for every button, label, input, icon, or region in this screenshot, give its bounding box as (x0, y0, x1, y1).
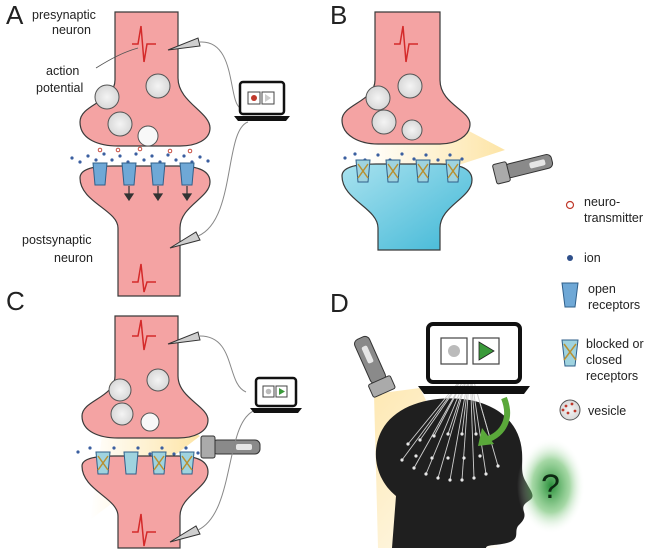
vesicle-icon (559, 399, 581, 421)
action-potential-trace-b (394, 25, 418, 63)
label-presynaptic-2: neuron (52, 23, 91, 37)
panel-letter-b: B (330, 0, 347, 30)
laptop-d (418, 322, 530, 394)
legend-neurotransmitter-1: neuro- (584, 195, 620, 209)
ion-icon (567, 255, 573, 261)
action-potential-trace-c (132, 319, 156, 351)
legend-blocked-3: receptors (586, 369, 638, 383)
panel-c: C (6, 286, 302, 549)
open-receptor-icon (561, 282, 579, 308)
legend-blocked-2: closed (586, 353, 622, 367)
vesicles (94, 73, 171, 147)
recording-electrode-pre (167, 37, 201, 51)
legend-blocked-1: blocked or (586, 337, 644, 351)
legend: neuro- transmitter ion open receptors bl… (559, 195, 644, 421)
label-action-2: potential (36, 81, 83, 95)
legend-open-2: receptors (588, 298, 640, 312)
question-glow (517, 438, 585, 534)
postsynaptic-trace-c (132, 513, 156, 547)
electrode-wire-pre (199, 41, 241, 109)
electrode-wire-pre-c (199, 335, 247, 393)
open-receptors-a (92, 162, 195, 186)
electrode-wire-post-c (197, 409, 257, 531)
label-postsynaptic-1: postsynaptic (22, 233, 91, 247)
panel-a: A (6, 0, 290, 297)
postsynaptic-trace (132, 263, 156, 293)
ion-flow-arrows (123, 186, 193, 202)
action-potential-trace (132, 25, 156, 63)
vesicles-c (108, 368, 170, 432)
laptop-a (234, 80, 290, 121)
blocked-receptor-icon (561, 339, 579, 367)
panel-letter-c: C (6, 286, 25, 316)
receptor-blockers-c (97, 455, 193, 471)
vesicle-icon-dots (561, 402, 577, 415)
panel-b: B (330, 0, 554, 251)
legend-open-1: open (588, 282, 616, 296)
action-potential-pointer (95, 47, 139, 69)
presynaptic-terminal (79, 11, 211, 147)
flashlight-b (492, 154, 554, 185)
panel-letter-a: A (6, 0, 24, 30)
electrode-wire-post (197, 121, 249, 237)
neurotransmitters-cleft (97, 146, 193, 154)
label-action-1: action (46, 64, 79, 78)
legend-ion: ion (584, 251, 601, 265)
panel-d: D (330, 288, 585, 548)
receptor-blockers-b (357, 163, 459, 179)
question-mark: ? (541, 468, 560, 506)
recording-electrode-pre-c (167, 331, 201, 345)
flashlight-d (354, 335, 396, 398)
label-postsynaptic-2: neuron (54, 251, 93, 265)
label-presynaptic-1: presynaptic (32, 8, 96, 22)
neurotransmitter-icon (565, 200, 575, 210)
ions-cleft-b (343, 152, 464, 162)
feedback-arrow (478, 396, 511, 446)
ions-cleft (70, 152, 210, 164)
panel-letter-d: D (330, 288, 349, 318)
vesicles-b (365, 73, 423, 141)
laptop-c (250, 376, 302, 413)
flashlight-c (200, 435, 261, 459)
legend-neurotransmitter-2: transmitter (584, 211, 643, 225)
legend-vesicle: vesicle (588, 404, 626, 418)
